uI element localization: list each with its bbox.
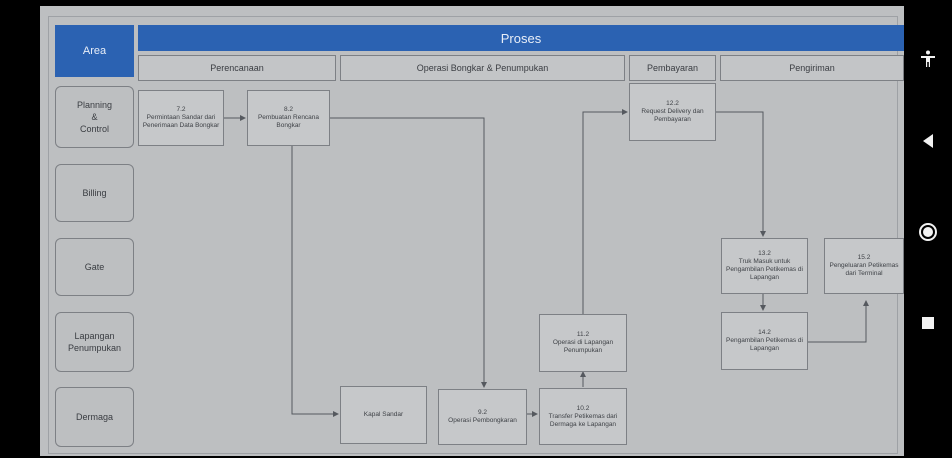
step-14-2: 14.2 Pengambilan Petikemas di Lapangan	[721, 312, 808, 370]
step-number: 10.2	[576, 404, 590, 412]
arrow-112-122	[582, 109, 628, 314]
lane-planning-control: Planning & Control	[55, 86, 134, 148]
step-text: Pembuatan Rencana Bongkar	[257, 114, 320, 129]
step-number: 12.2	[666, 100, 679, 107]
proses-header: Proses	[138, 25, 904, 51]
arrow-82-92	[330, 117, 487, 388]
lane-gate: Gate	[55, 238, 134, 296]
lane-label: Dermaga	[75, 412, 113, 422]
home-icon[interactable]	[904, 222, 952, 247]
step-8-2: 8.2 Pembuatan Rencana Bongkar	[247, 90, 330, 146]
flow-arrows	[224, 109, 869, 417]
lane-label: Billing	[82, 188, 107, 198]
step-text: Kapal Sandar	[363, 411, 404, 418]
step-text: Operasi di Lapangan Penumpukan	[552, 339, 614, 354]
step-text: Truk Masuk untuk Pengambilan Petikemas d…	[726, 258, 803, 281]
step-number: 11.2	[576, 331, 590, 338]
step-7-2: 7.2 Permintaan Sandar dari Penerimaan Da…	[138, 90, 224, 146]
step-text: Operasi Pembongkaran	[448, 417, 517, 424]
step-text: Pengambilan Petikemas di Lapangan	[726, 337, 803, 352]
recents-icon[interactable]	[904, 316, 952, 335]
phase-operasi-bongkar: Operasi Bongkar & Penumpukan	[340, 55, 625, 81]
step-text: Transfer Petikemas dari Dermaga ke Lapan…	[548, 412, 618, 428]
step-11-2: 11.2 Operasi di Lapangan Penumpukan	[539, 314, 627, 372]
step-12-2: 12.2 Request Delivery dan Pembayaran	[629, 83, 716, 141]
step-kapal-sandar: Kapal Sandar	[340, 386, 427, 444]
lane-label: Penumpukan	[67, 343, 122, 353]
area-header: Area	[55, 25, 134, 77]
step-number: 13.2	[758, 250, 771, 257]
lane-dermaga: Dermaga	[55, 387, 134, 447]
lane-label: Planning	[76, 100, 113, 110]
step-number: 7.2	[176, 106, 186, 113]
step-13-2: 13.2 Truk Masuk untuk Pengambilan Petike…	[721, 238, 808, 294]
phase-pembayaran: Pembayaran	[629, 55, 716, 81]
step-number: 14.2	[758, 329, 771, 336]
lane-label: Lapangan	[74, 331, 115, 341]
lane-label: Control	[79, 124, 109, 134]
step-number: 9.2	[477, 409, 488, 416]
step-text: Request Delivery dan Pembayaran	[641, 108, 704, 123]
android-nav-bar	[904, 0, 952, 458]
step-text: Permintaan Sandar dari Penerimaan Data B…	[142, 114, 220, 129]
step-number: 8.2	[283, 106, 294, 113]
arrow-122-132	[716, 111, 766, 237]
arrow-142-152	[808, 300, 869, 343]
lane-billing: Billing	[55, 164, 134, 222]
lane-label: &	[91, 112, 98, 122]
step-text: Pengeluaran Petikemas dari Terminal	[829, 262, 899, 277]
diagram-border	[48, 16, 898, 454]
phase-pengiriman: Pengiriman	[720, 55, 904, 81]
step-15-2: 15.2 Pengeluaran Petikemas dari Terminal	[824, 238, 904, 294]
arrow-82-kapal	[291, 146, 339, 417]
step-10-2: 10.2 Transfer Petikemas dari Dermaga ke …	[539, 388, 627, 445]
step-number: 15.2	[857, 254, 871, 261]
diagram-page: Area Proses Perencanaan Operasi Bongkar …	[40, 6, 904, 456]
step-9-2: 9.2 Operasi Pembongkaran	[438, 389, 527, 445]
lane-label: Gate	[84, 262, 105, 272]
phase-perencanaan: Perencanaan	[138, 55, 336, 81]
lane-lapangan-penumpukan: Lapangan Penumpukan	[55, 312, 134, 372]
accessibility-icon[interactable]	[904, 50, 952, 73]
back-icon[interactable]	[904, 133, 952, 154]
